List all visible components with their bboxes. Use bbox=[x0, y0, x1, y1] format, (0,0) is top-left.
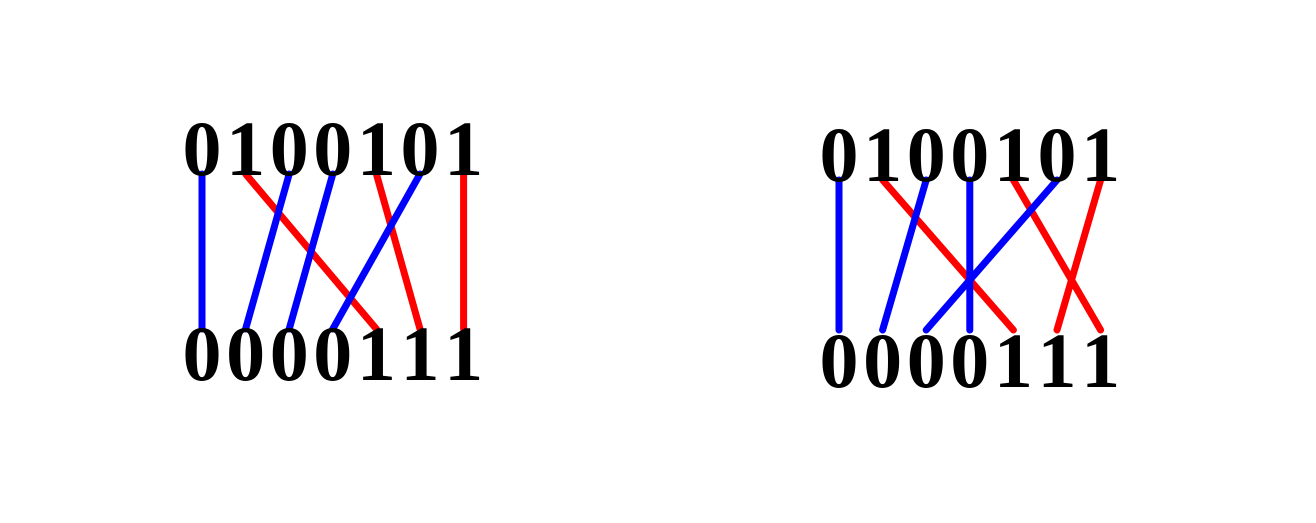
left-top-bit-5: 0 bbox=[401, 105, 440, 192]
left-bottom-bit-5: 1 bbox=[401, 310, 440, 397]
right-top-bit-6: 1 bbox=[1081, 111, 1120, 198]
left-top-bit-4: 1 bbox=[357, 105, 396, 192]
right-red-edge-4 bbox=[1009, 176, 1105, 334]
right-top-bit-4: 1 bbox=[994, 111, 1033, 198]
right-blue-edge-5 bbox=[922, 176, 1061, 334]
right-top-bit-1: 1 bbox=[863, 111, 902, 198]
left-top-bit-6: 1 bbox=[444, 105, 483, 192]
left-top-bit-0: 0 bbox=[183, 105, 222, 192]
right-red-edge-6 bbox=[1053, 176, 1105, 334]
left-bottom-bit-4: 1 bbox=[357, 310, 396, 397]
left-top-bit-2: 0 bbox=[270, 105, 309, 192]
left-bottom-bit-0: 0 bbox=[183, 310, 222, 397]
left-top-bit-3: 0 bbox=[313, 105, 352, 192]
left-blue-edge-3 bbox=[285, 170, 337, 333]
left-bottom-bit-2: 0 bbox=[270, 310, 309, 397]
right-top-bit-3: 0 bbox=[950, 111, 989, 198]
right-bottom-bit-5: 1 bbox=[1038, 317, 1077, 404]
left-top-bit-string: 0100101 bbox=[183, 105, 484, 192]
right-bottom-bit-string: 0000111 bbox=[820, 317, 1121, 404]
right-red-edge-1 bbox=[879, 176, 1017, 334]
left-bottom-bit-3: 0 bbox=[313, 310, 352, 397]
left-bottom-bit-string: 0000111 bbox=[183, 310, 484, 397]
right-blue-edge-2 bbox=[879, 176, 930, 334]
left-red-edge-4 bbox=[372, 170, 424, 333]
right-bottom-bit-4: 1 bbox=[994, 317, 1033, 404]
right-bottom-bit-6: 1 bbox=[1081, 317, 1120, 404]
left-blue-edge-2 bbox=[242, 170, 293, 333]
right-top-bit-0: 0 bbox=[820, 111, 859, 198]
right-top-bit-2: 0 bbox=[907, 111, 946, 198]
right-bottom-bit-2: 0 bbox=[907, 317, 946, 404]
left-top-bit-1: 1 bbox=[226, 105, 265, 192]
left-bottom-bit-6: 1 bbox=[444, 310, 483, 397]
right-bottom-bit-1: 0 bbox=[863, 317, 902, 404]
right-top-bit-string: 0100101 bbox=[820, 111, 1121, 198]
left-bottom-bit-1: 0 bbox=[226, 310, 265, 397]
right-bottom-bit-0: 0 bbox=[820, 317, 859, 404]
right-top-bit-5: 0 bbox=[1038, 111, 1077, 198]
right-bottom-bit-3: 0 bbox=[950, 317, 989, 404]
left-blue-edge-5 bbox=[329, 170, 424, 333]
